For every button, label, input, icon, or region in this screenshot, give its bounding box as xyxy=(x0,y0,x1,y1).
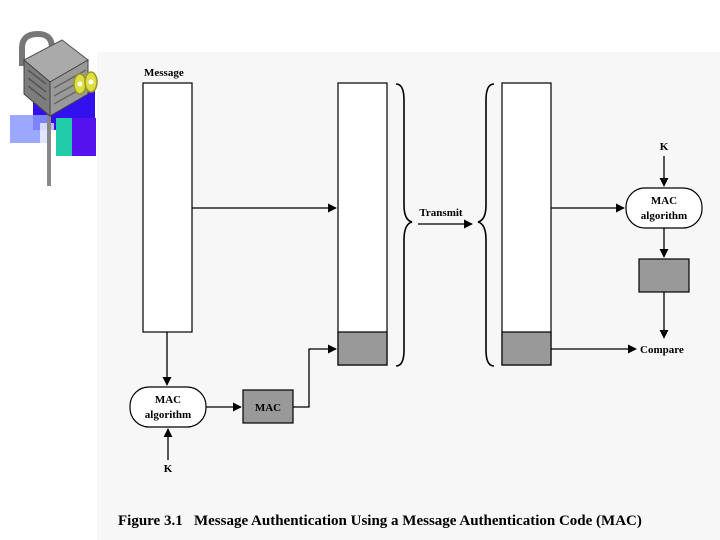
mac-output-label: MAC xyxy=(255,402,281,414)
mac-output-box xyxy=(242,389,294,424)
compare-label: Compare xyxy=(640,344,684,356)
transmit-label: Transmit xyxy=(419,207,463,219)
padlock-shackle-icon xyxy=(19,30,55,66)
mac-algorithm-receiver xyxy=(625,187,703,229)
receiver-key-label: K xyxy=(660,141,669,153)
padlock-logo-icon xyxy=(10,30,98,186)
mac-algorithm-sender-line1: MAC xyxy=(155,394,181,406)
sender-brace xyxy=(395,83,413,367)
message-label: Message xyxy=(144,67,184,79)
figure-caption: Figure 3.1 Message Authentication Using … xyxy=(118,513,642,529)
mac-algorithm-sender-line2: algorithm xyxy=(145,409,191,421)
message-block xyxy=(142,82,193,333)
sender-transmit-block xyxy=(337,82,388,366)
logo-pole xyxy=(47,60,51,186)
logo-violet-block xyxy=(72,118,96,156)
mac-algorithm-sender xyxy=(129,386,207,428)
mac-to-appended-arrow xyxy=(293,344,337,408)
receiver-block xyxy=(501,82,552,366)
computed-mac-box xyxy=(638,258,690,293)
diagram-background xyxy=(97,52,720,540)
receiver-appended-mac xyxy=(501,331,552,366)
mac-algorithm-receiver-line1: MAC xyxy=(651,195,677,207)
receiver-brace xyxy=(477,83,495,367)
sender-appended-mac xyxy=(337,331,388,366)
logo-teal-block xyxy=(56,118,72,156)
mac-algorithm-receiver-line2: algorithm xyxy=(641,210,687,222)
sender-key-label: K xyxy=(164,463,173,475)
